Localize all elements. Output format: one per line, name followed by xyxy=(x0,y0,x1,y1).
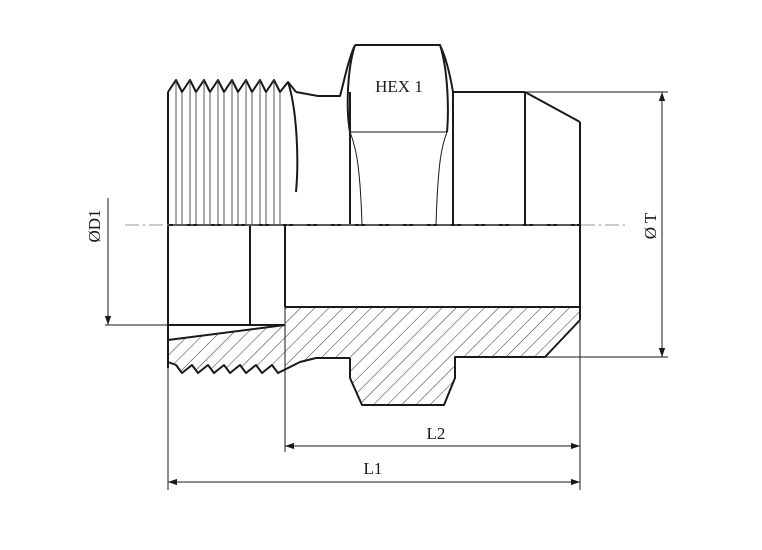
upper-profile xyxy=(167,44,581,368)
lower-profile xyxy=(167,319,581,406)
label-t: Ø T xyxy=(641,212,660,239)
dimension-l1 xyxy=(167,368,580,490)
dimension-d1 xyxy=(104,198,168,326)
dimension-l2 xyxy=(284,307,581,490)
label-l2: L2 xyxy=(427,424,446,443)
dimension-t xyxy=(525,91,668,358)
label-l1: L1 xyxy=(364,459,383,478)
label-hex: HEX 1 xyxy=(375,77,423,96)
label-d1: ØD1 xyxy=(85,209,104,242)
section-hatch xyxy=(168,307,580,405)
